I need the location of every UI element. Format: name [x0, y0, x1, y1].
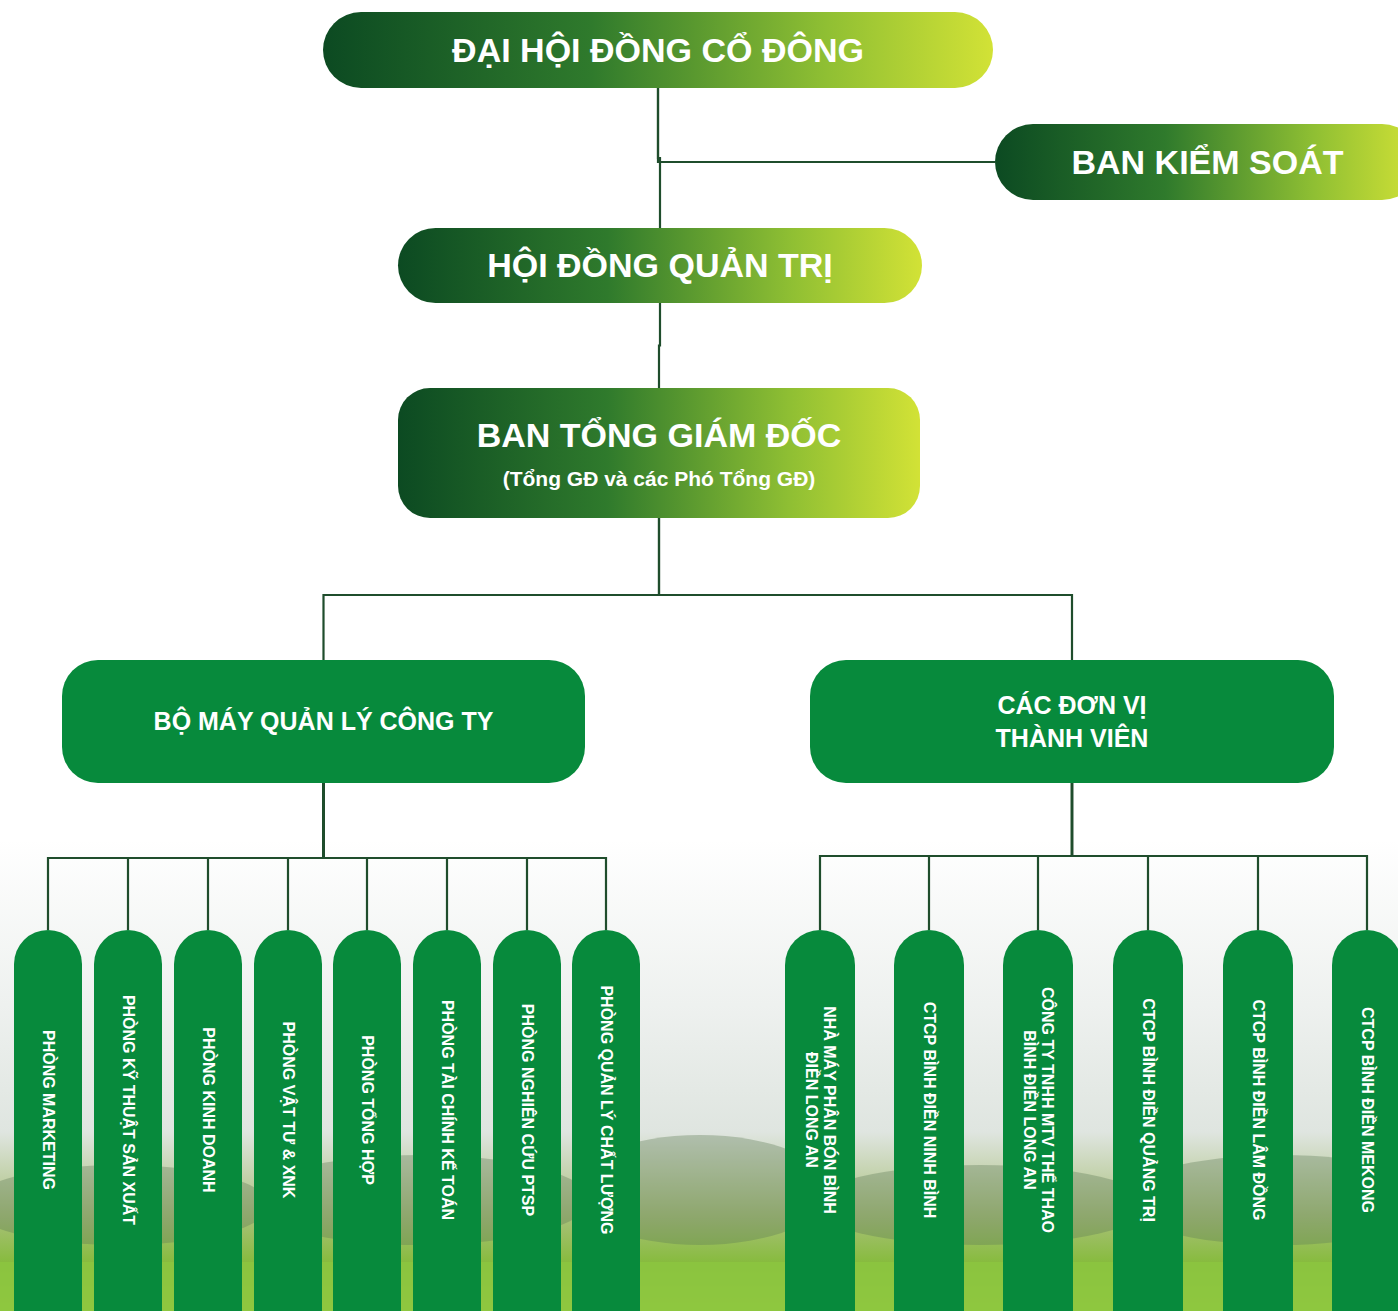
member-box: CTCP BÌNH ĐIỀN NINH BÌNH — [894, 930, 964, 1311]
department-box: PHÒNG VẬT TƯ & XNK — [254, 930, 322, 1311]
box-title: PHÒNG TÀI CHÍNH KẾ TOÁN — [438, 985, 456, 1235]
connector-line — [48, 783, 324, 930]
box-title: ĐẠI HỘI ĐỒNG CỔ ĐÔNG — [452, 28, 864, 72]
box-title: PHÒNG KINH DOANH — [199, 985, 217, 1235]
member-box: NHÀ MÁY PHÂN BÓN BÌNH ĐIỀN LONG AN — [785, 930, 855, 1311]
department-box: PHÒNG MARKETING — [14, 930, 82, 1311]
box-title: PHÒNG VẬT TƯ & XNK — [279, 985, 297, 1235]
rotated-label-wrap: PHÒNG QUẢN LÝ CHẤT LƯỢNG — [597, 985, 615, 1235]
box-subtitle: (Tổng GĐ và các Phó Tổng GĐ) — [503, 465, 816, 492]
rotated-label-wrap: PHÒNG TỔNG HỢP — [358, 985, 376, 1235]
board-box: HỘI ĐỒNG QUẢN TRỊ — [398, 228, 922, 303]
box-title: PHÒNG QUẢN LÝ CHẤT LƯỢNG — [597, 985, 615, 1235]
rotated-label-wrap: PHÒNG NGHIÊN CỨU PTSP — [518, 985, 536, 1235]
rotated-label-wrap: CTCP BÌNH ĐIỀN NINH BÌNH — [920, 985, 938, 1235]
box-title: PHÒNG NGHIÊN CỨU PTSP — [518, 985, 536, 1235]
rotated-label-wrap: CÔNG TY TNHH MTV THỂ THAO BÌNH ĐIỀN LONG… — [1020, 985, 1057, 1235]
rotated-label-wrap: CTCP BÌNH ĐIỀN QUẢNG TRỊ — [1139, 985, 1157, 1235]
box-title: BAN KIỂM SOÁT — [1072, 140, 1344, 184]
connector-line — [324, 783, 607, 930]
department-box: PHÒNG TỔNG HỢP — [333, 930, 401, 1311]
member-box: CTCP BÌNH ĐIỀN LÂM ĐỒNG — [1223, 930, 1293, 1311]
box-title: CTCP BÌNH ĐIỀN LÂM ĐỒNG — [1249, 985, 1267, 1235]
department-box: PHÒNG KINH DOANH — [174, 930, 242, 1311]
member-group: CÁC ĐƠN VỊ THÀNH VIÊN — [810, 660, 1334, 783]
connector-line — [324, 783, 448, 930]
box-title: CÁC ĐƠN VỊ THÀNH VIÊN — [977, 689, 1167, 754]
member-box: CTCP BÌNH ĐIỀN MEKONG — [1332, 930, 1398, 1311]
assembly-box: ĐẠI HỘI ĐỒNG CỔ ĐÔNG — [323, 12, 993, 88]
department-box: PHÒNG KỸ THUẬT SẢN XUẤT — [94, 930, 162, 1311]
executive-box: BAN TỔNG GIÁM ĐỐC (Tổng GĐ và các Phó Tổn… — [398, 388, 920, 518]
box-title: CTCP BÌNH ĐIỀN QUẢNG TRỊ — [1139, 985, 1157, 1235]
box-title: BAN TỔNG GIÁM ĐỐC — [477, 413, 842, 457]
rotated-label-wrap: PHÒNG VẬT TƯ & XNK — [279, 985, 297, 1235]
rotated-label-wrap: PHÒNG KINH DOANH — [199, 985, 217, 1235]
box-title: CTCP BÌNH ĐIỀN MEKONG — [1358, 985, 1376, 1235]
connector-line — [324, 783, 368, 930]
box-title: PHÒNG TỔNG HỢP — [358, 985, 376, 1235]
connector-line — [820, 783, 1072, 930]
connector-line — [1038, 783, 1072, 930]
connector-line — [1072, 783, 1367, 930]
box-title: PHÒNG KỸ THUẬT SẢN XUẤT — [119, 985, 137, 1235]
connector-line — [288, 783, 324, 930]
box-title: HỘI ĐỒNG QUẢN TRỊ — [487, 243, 833, 287]
member-box: CTCP BÌNH ĐIỀN QUẢNG TRỊ — [1113, 930, 1183, 1311]
connector-line — [929, 783, 1072, 930]
department-box: PHÒNG QUẢN LÝ CHẤT LƯỢNG — [572, 930, 640, 1311]
connector-line — [659, 518, 1072, 660]
connector-line — [324, 783, 528, 930]
box-title: CÔNG TY TNHH MTV THỂ THAO BÌNH ĐIỀN LONG… — [1020, 985, 1057, 1235]
connector-line — [658, 88, 995, 162]
box-title: PHÒNG MARKETING — [39, 985, 57, 1235]
rotated-label-wrap: PHÒNG MARKETING — [39, 985, 57, 1235]
rotated-label-wrap: PHÒNG TÀI CHÍNH KẾ TOÁN — [438, 985, 456, 1235]
department-box: PHÒNG TÀI CHÍNH KẾ TOÁN — [413, 930, 481, 1311]
box-title: BỘ MÁY QUẢN LÝ CÔNG TY — [154, 705, 494, 738]
connector-line — [659, 303, 660, 388]
rotated-label-wrap: NHÀ MÁY PHÂN BÓN BÌNH ĐIỀN LONG AN — [802, 985, 839, 1235]
connector-line — [208, 783, 324, 930]
control-box: BAN KIỂM SOÁT — [995, 124, 1398, 200]
box-title: NHÀ MÁY PHÂN BÓN BÌNH ĐIỀN LONG AN — [802, 985, 839, 1235]
rotated-label-wrap: CTCP BÌNH ĐIỀN MEKONG — [1358, 985, 1376, 1235]
department-group: BỘ MÁY QUẢN LÝ CÔNG TY — [62, 660, 585, 783]
member-box: CÔNG TY TNHH MTV THỂ THAO BÌNH ĐIỀN LONG… — [1003, 930, 1073, 1311]
connector-line — [128, 783, 324, 930]
department-box: PHÒNG NGHIÊN CỨU PTSP — [493, 930, 561, 1311]
connector-line — [324, 518, 660, 660]
rotated-label-wrap: CTCP BÌNH ĐIỀN LÂM ĐỒNG — [1249, 985, 1267, 1235]
rotated-label-wrap: PHÒNG KỸ THUẬT SẢN XUẤT — [119, 985, 137, 1235]
box-title: CTCP BÌNH ĐIỀN NINH BÌNH — [920, 985, 938, 1235]
